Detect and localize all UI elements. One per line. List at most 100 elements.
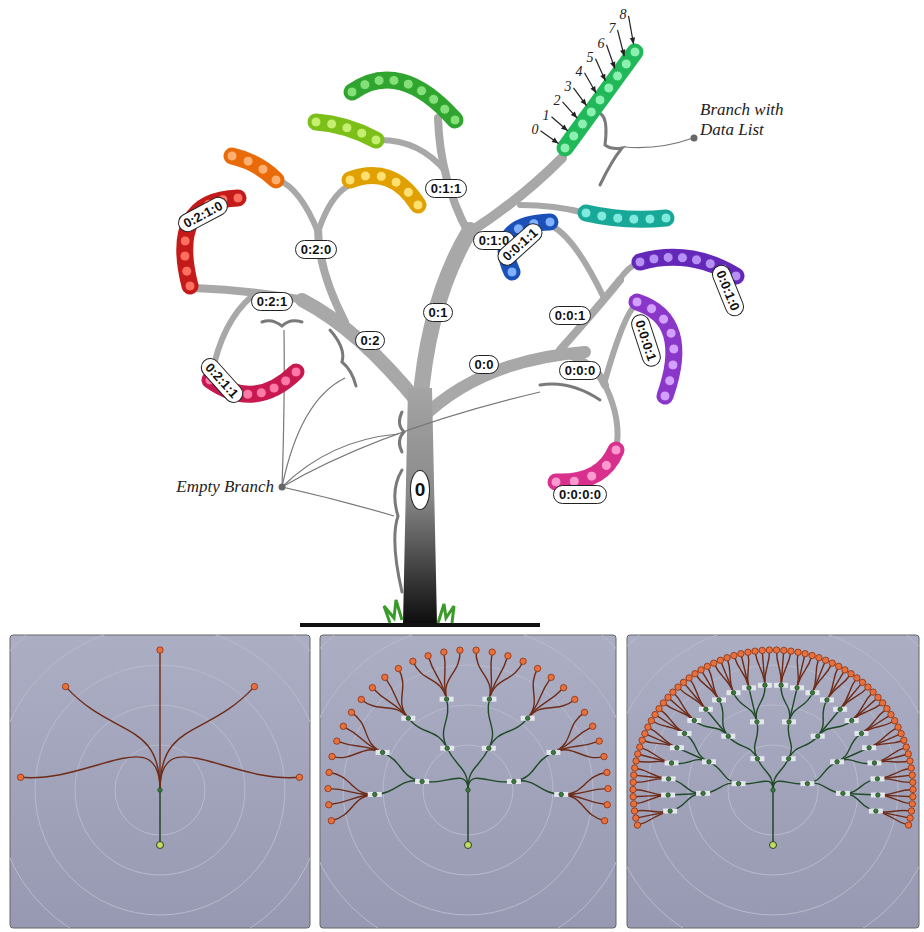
path-index: 0:0:0:0 xyxy=(559,487,601,502)
data-item xyxy=(347,87,357,97)
data-item xyxy=(243,156,253,166)
tree-node-dot xyxy=(525,716,529,720)
index-number: 0 xyxy=(532,122,539,138)
tree-node-dot xyxy=(329,753,335,759)
tree-node-dot xyxy=(786,756,790,760)
tree-node-dot xyxy=(907,758,913,764)
tree-node-dot xyxy=(457,647,463,653)
tree-node-dot xyxy=(842,667,848,673)
tree-node-dot xyxy=(665,694,671,700)
tree-node-dot xyxy=(489,649,495,655)
tree-node-dot xyxy=(707,760,711,764)
tree-link xyxy=(160,757,299,790)
tree-node-dot xyxy=(358,696,364,702)
tree-node-dot xyxy=(296,774,302,780)
tree-node-dot xyxy=(668,809,672,813)
path-tag xyxy=(862,745,876,750)
leader-dot xyxy=(279,484,286,491)
tree-node-dot xyxy=(380,750,384,754)
radial-tree xyxy=(10,635,310,928)
bracket xyxy=(262,321,302,326)
tree-link xyxy=(773,759,789,790)
tree-node-dot xyxy=(788,648,794,654)
data-item xyxy=(677,253,687,263)
tree-node-dot xyxy=(905,822,911,828)
path-tag xyxy=(376,750,390,755)
leader-line xyxy=(282,330,284,487)
tree-link xyxy=(648,727,677,748)
tree-node-dot xyxy=(157,647,163,653)
tree-node-dot xyxy=(410,658,416,664)
leader-line xyxy=(282,378,345,487)
data-item xyxy=(629,214,639,224)
data-item xyxy=(371,135,381,145)
branch xyxy=(318,186,348,232)
tree-node-dot xyxy=(884,705,890,711)
path-tag xyxy=(687,718,701,723)
tree-node-dot xyxy=(810,691,814,695)
root-dot xyxy=(465,842,472,849)
branch-path-label: 0:0:0:0 xyxy=(553,485,607,504)
tree-node-dot xyxy=(773,647,779,653)
branch-path-label: 0:1:1 xyxy=(425,179,467,198)
tree-node-dot xyxy=(850,718,854,722)
tree-node-dot xyxy=(382,674,388,680)
tree-node-dot xyxy=(631,772,637,778)
data-item xyxy=(180,251,190,261)
tree-node-dot xyxy=(859,731,863,735)
tree-node-dot xyxy=(724,655,730,661)
tree-node-dot xyxy=(738,651,744,657)
data-item xyxy=(389,75,399,85)
tree-link xyxy=(840,687,868,709)
tree-node-dot xyxy=(420,779,424,783)
tree-link xyxy=(861,709,886,734)
tree-node-dot xyxy=(910,794,916,800)
tree-link xyxy=(489,718,528,748)
tree-node-dot xyxy=(62,683,68,689)
branch xyxy=(605,385,618,450)
index-arrow xyxy=(552,117,568,131)
tree-link xyxy=(528,699,575,718)
tree-node-dot xyxy=(910,786,916,792)
tree-node-dot xyxy=(816,734,820,738)
data-item xyxy=(597,211,607,221)
tree-node-dot xyxy=(736,781,740,785)
tree-node-dot xyxy=(630,779,636,785)
tree-node-dot xyxy=(907,815,913,821)
tree-link xyxy=(398,669,408,719)
label-text: 4 xyxy=(576,64,583,79)
tree-link xyxy=(748,652,749,688)
tree-node-dot xyxy=(835,663,841,669)
tree-link xyxy=(66,687,160,790)
path-index: 0:0:0 xyxy=(565,363,595,378)
index-arrow xyxy=(563,102,578,118)
tree-node-dot xyxy=(704,663,710,669)
tree-link xyxy=(728,736,757,758)
tree-node-dot xyxy=(473,647,479,653)
data-item xyxy=(243,389,253,399)
path-tag xyxy=(670,745,684,750)
data-item xyxy=(659,314,669,324)
data-item xyxy=(630,47,640,57)
tree-node-dot xyxy=(630,786,636,792)
tree-node-dot xyxy=(745,649,751,655)
tree-link xyxy=(837,733,861,761)
arrow-head xyxy=(590,86,596,93)
data-list xyxy=(232,156,276,180)
tree-node-dot xyxy=(326,802,332,808)
tree-link xyxy=(489,661,523,699)
tree-link xyxy=(514,752,554,781)
data-item xyxy=(429,94,439,104)
index-arrow xyxy=(574,88,587,106)
tree-node-dot xyxy=(905,751,911,757)
tree-node-dot xyxy=(822,657,828,663)
path-index: 0:0 xyxy=(475,357,494,372)
tree-node-dot xyxy=(559,792,563,796)
path-index: 0:2:1:1 xyxy=(202,359,241,400)
label-text: 1 xyxy=(543,108,550,123)
bracket xyxy=(590,113,622,185)
path-tag xyxy=(845,718,859,723)
path-tag xyxy=(702,759,716,764)
index-number: 4 xyxy=(576,64,583,80)
tree-node-dot xyxy=(487,697,491,701)
